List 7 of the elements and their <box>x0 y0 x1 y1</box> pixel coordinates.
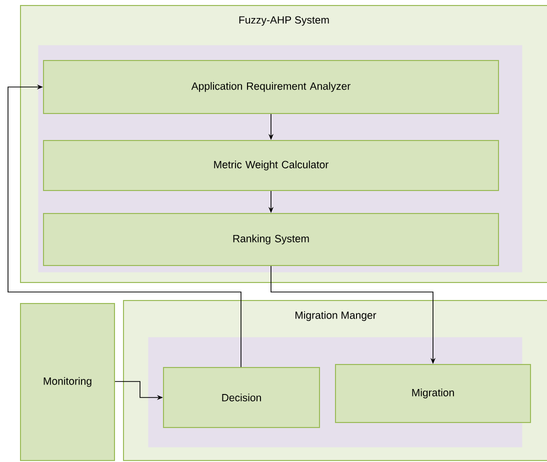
process-box: Metric Weight Calculator <box>43 140 499 191</box>
process-box: Decision <box>163 367 320 428</box>
process-box: Migration <box>335 364 531 423</box>
process-box: Application Requirement Analyzer <box>43 60 499 114</box>
arrow <box>8 84 242 368</box>
process-box: Ranking System <box>43 213 499 266</box>
process-box: Monitoring <box>20 303 115 461</box>
